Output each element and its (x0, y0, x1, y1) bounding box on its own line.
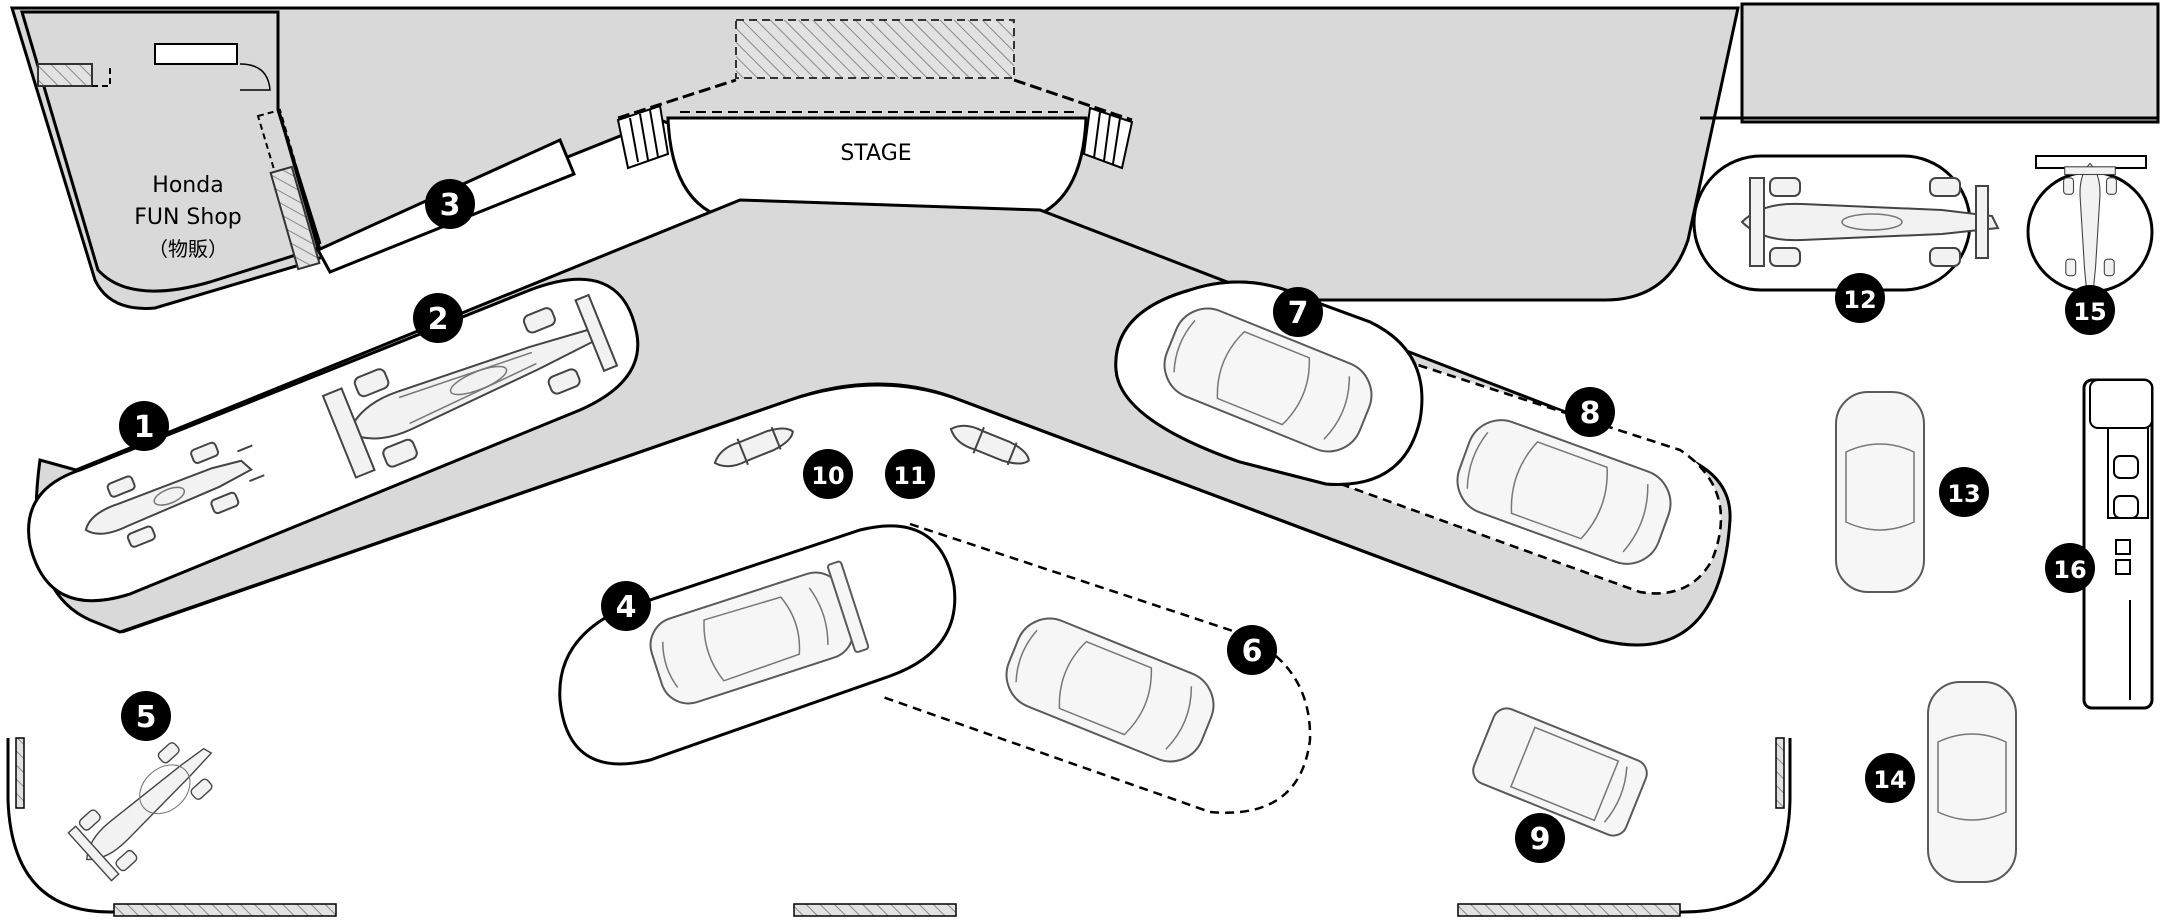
vehicle-9-van (1472, 707, 1648, 837)
wall-bottom-left (6, 738, 336, 914)
marker-6-number: 6 (1242, 634, 1263, 669)
marker-3-number: 3 (440, 188, 461, 223)
marker-11-number: 11 (893, 462, 926, 490)
vehicle-7-car (1163, 307, 1373, 453)
vehicle-14-car (1927, 681, 2017, 883)
marker-12[interactable]: 12 (1835, 273, 1885, 323)
marker-4[interactable]: 4 (601, 581, 651, 631)
vehicle-15-f1 (2063, 162, 2117, 293)
marker-2[interactable]: 2 (413, 293, 463, 343)
marker-14[interactable]: 14 (1865, 753, 1915, 803)
shop-label-line3: （物販） (148, 237, 228, 261)
vehicle-4-race-car (649, 560, 870, 705)
vehicle-11-motorcycle (949, 424, 1030, 466)
marker-9-number: 9 (1530, 822, 1551, 857)
wall-bottom-center (793, 903, 957, 917)
marker-13-number: 13 (1947, 480, 1980, 508)
marker-2-number: 2 (428, 302, 449, 337)
marker-3[interactable]: 3 (425, 179, 475, 229)
vehicle-13-car (1835, 391, 1925, 593)
marker-8-number: 8 (1580, 396, 1601, 431)
marker-11[interactable]: 11 (885, 449, 935, 499)
stage-stairs-right (1082, 106, 1134, 170)
marker-5-number: 5 (136, 700, 157, 735)
marker-1-number: 1 (134, 410, 155, 445)
marker-8[interactable]: 8 (1565, 387, 1615, 437)
vehicle-12-f1 (1740, 177, 2000, 267)
marker-15[interactable]: 15 (2065, 285, 2115, 335)
shop-shelf (37, 63, 93, 87)
shop-display-rack (269, 165, 321, 271)
marker-5[interactable]: 5 (121, 691, 171, 741)
marker-6[interactable]: 6 (1227, 625, 1277, 675)
vehicle-5-f1 (67, 742, 213, 882)
marker-15-number: 15 (2073, 298, 2106, 326)
stage-label: STAGE (840, 141, 911, 166)
marker-12-number: 12 (1843, 286, 1876, 314)
vehicle-6-car (1005, 617, 1215, 763)
booth-16 (2082, 378, 2154, 710)
marker-10-number: 10 (811, 462, 844, 490)
marker-7-number: 7 (1288, 296, 1309, 331)
display-pad-1-2 (27, 277, 640, 603)
marker-14-number: 14 (1873, 766, 1906, 794)
stage-stairs-left (616, 104, 670, 170)
stage-backdrop (735, 19, 1015, 79)
marker-4-number: 4 (616, 590, 637, 625)
shop-label-line2: FUN Shop (134, 205, 242, 230)
marker-16-number: 16 (2053, 556, 2086, 584)
marker-16[interactable]: 16 (2045, 543, 2095, 593)
vehicle-8-car (1456, 419, 1672, 565)
vehicle-2-modern-f1 (321, 293, 619, 479)
vehicle-1-vintage-f1 (84, 441, 265, 548)
wall-bottom-right (1458, 738, 1792, 914)
marker-10[interactable]: 10 (803, 449, 853, 499)
marker-13[interactable]: 13 (1939, 467, 1989, 517)
marker-1[interactable]: 1 (119, 401, 169, 451)
vehicle-10-motorcycle (713, 426, 794, 468)
shop-label-line1: Honda (152, 173, 223, 198)
marker-7[interactable]: 7 (1273, 287, 1323, 337)
side-corridor (1740, 2, 2160, 124)
marker-9[interactable]: 9 (1515, 813, 1565, 863)
